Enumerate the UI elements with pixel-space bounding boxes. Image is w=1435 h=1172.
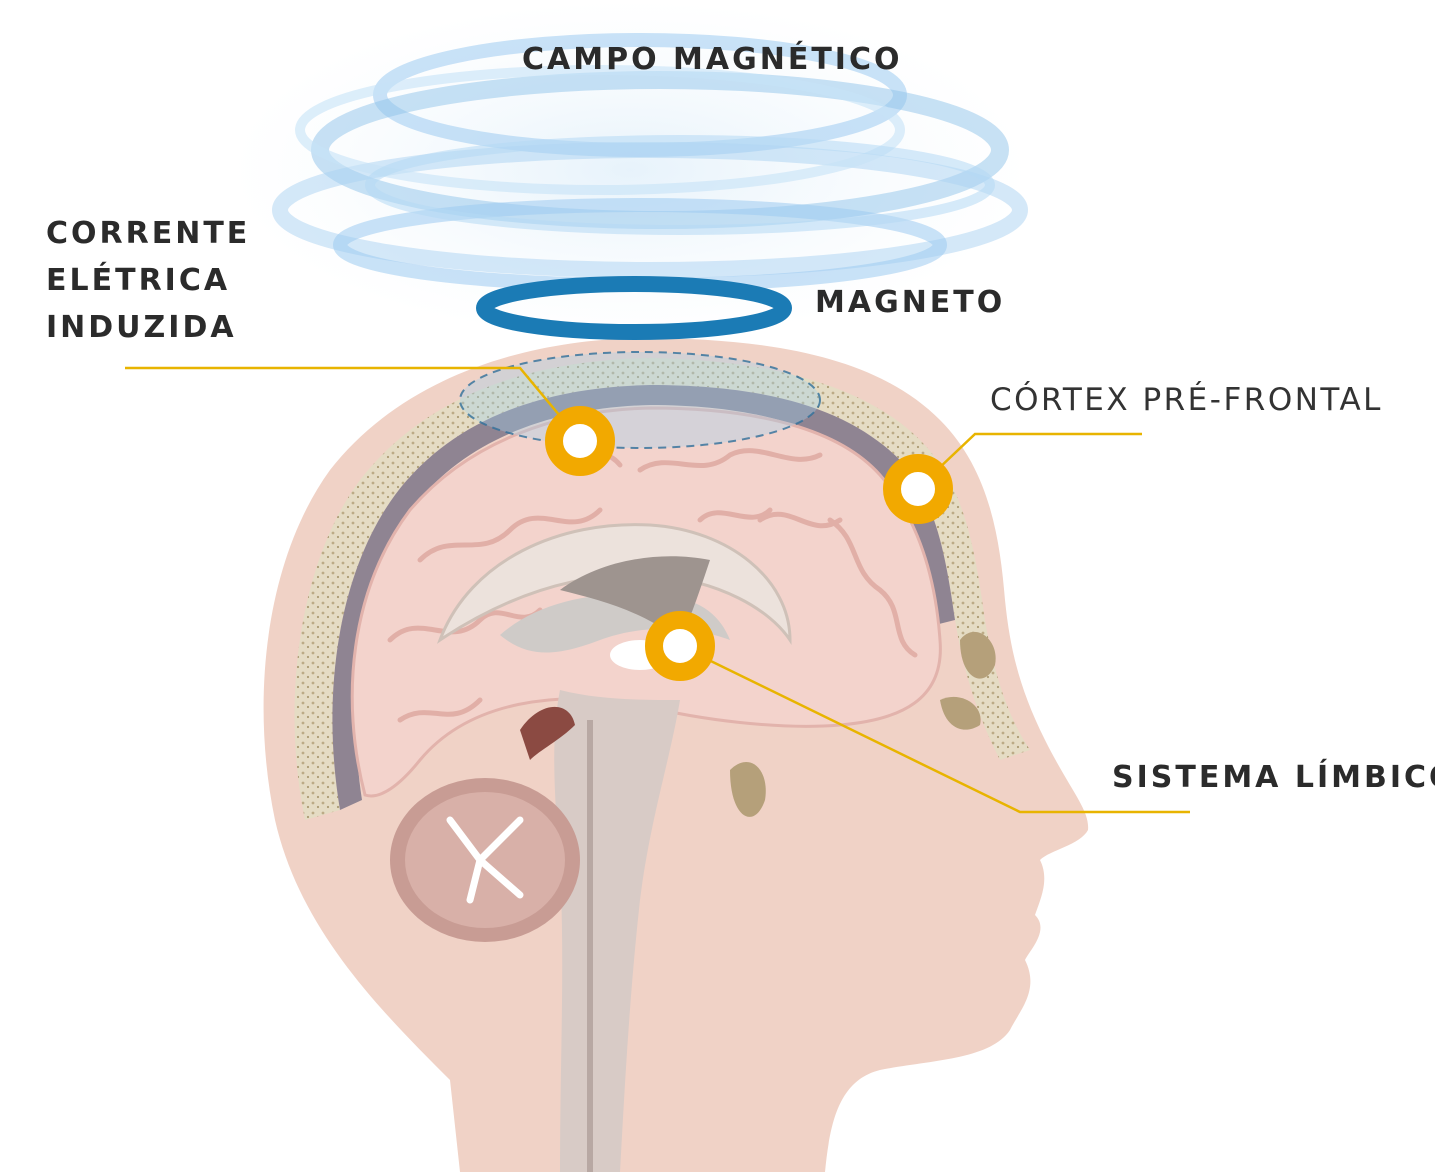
- label-cortex-pre-frontal: CÓRTEX PRÉ-FRONTAL: [990, 382, 1383, 418]
- label-corrente-line2: ELÉTRICA: [46, 257, 250, 304]
- ring-marker-icon: [892, 463, 944, 515]
- label-magneto: MAGNETO: [815, 285, 1005, 320]
- label-campo-magnetico: CAMPO MAGNÉTICO: [522, 42, 902, 77]
- ring-marker-icon: [554, 415, 606, 467]
- ring-marker-icon: [654, 620, 706, 672]
- label-corrente-line3: INDUZIDA: [46, 304, 250, 351]
- label-corrente-eletrica: CORRENTE ELÉTRICA INDUZIDA: [46, 210, 250, 351]
- label-sistema-limbico: SISTEMA LÍMBICO: [1112, 760, 1435, 795]
- label-corrente-line1: CORRENTE: [46, 210, 250, 257]
